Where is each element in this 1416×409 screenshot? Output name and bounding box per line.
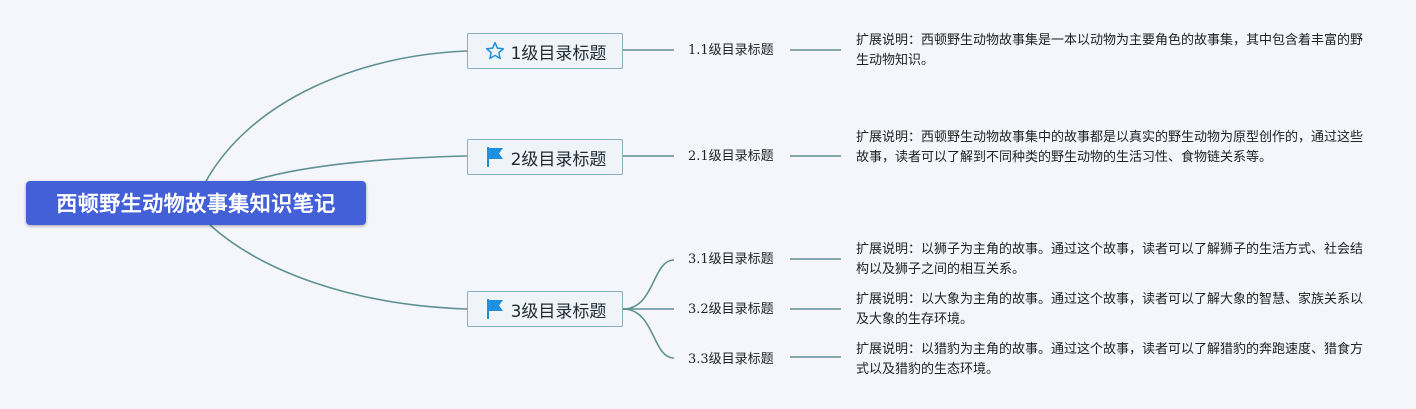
note-1-1[interactable]: 扩展说明：西顿野生动物故事集是一本以动物为主要角色的故事集，其中包含着丰富的野生… (856, 33, 1364, 68)
connector-branch-3-sub-3 (622, 308, 675, 359)
branch-topic-1-label: 1级目录标题 (510, 43, 607, 64)
connector-root-branch-3 (209, 224, 468, 310)
star-icon (484, 40, 506, 62)
subtopic-1-1[interactable]: 1.1级目录标题 (688, 43, 774, 58)
branch-topic-2-label: 2级目录标题 (510, 149, 607, 170)
subtopic-3-3[interactable]: 3.3级目录标题 (688, 352, 774, 367)
note-3-1[interactable]: 扩展说明：以狮子为主角的故事。通过这个故事，读者可以了解狮子的生活方式、社会结构… (856, 242, 1364, 277)
connector-root-branch-1 (204, 50, 468, 184)
subtopic-2-1[interactable]: 2.1级目录标题 (688, 149, 774, 164)
subtopic-3-2[interactable]: 3.2级目录标题 (688, 302, 774, 317)
flag-icon (484, 146, 506, 168)
branch-topic-3[interactable]: 3级目录标题 (467, 291, 623, 327)
note-3-2[interactable]: 扩展说明：以大象为主角的故事。通过这个故事，读者可以了解大象的智慧、家族关系以及… (856, 292, 1364, 327)
flag-icon (484, 298, 506, 320)
connector-branch-3-sub-1 (622, 259, 675, 310)
subtopic-3-1[interactable]: 3.1级目录标题 (688, 252, 774, 267)
note-3-3[interactable]: 扩展说明：以猎豹为主角的故事。通过这个故事，读者可以了解猎豹的奔跑速度、猎食方式… (856, 342, 1364, 377)
branch-topic-2[interactable]: 2级目录标题 (467, 139, 623, 175)
branch-topic-1[interactable]: 1级目录标题 (467, 33, 623, 69)
root-topic[interactable]: 西顿野生动物故事集知识笔记 (26, 181, 366, 225)
root-topic-label: 西顿野生动物故事集知识笔记 (56, 192, 336, 216)
branch-topic-3-label: 3级目录标题 (510, 301, 607, 322)
connector-root-branch-2 (244, 155, 468, 184)
note-2-1[interactable]: 扩展说明：西顿野生动物故事集中的故事都是以真实的野生动物为原型创作的，通过这些故… (856, 130, 1364, 165)
